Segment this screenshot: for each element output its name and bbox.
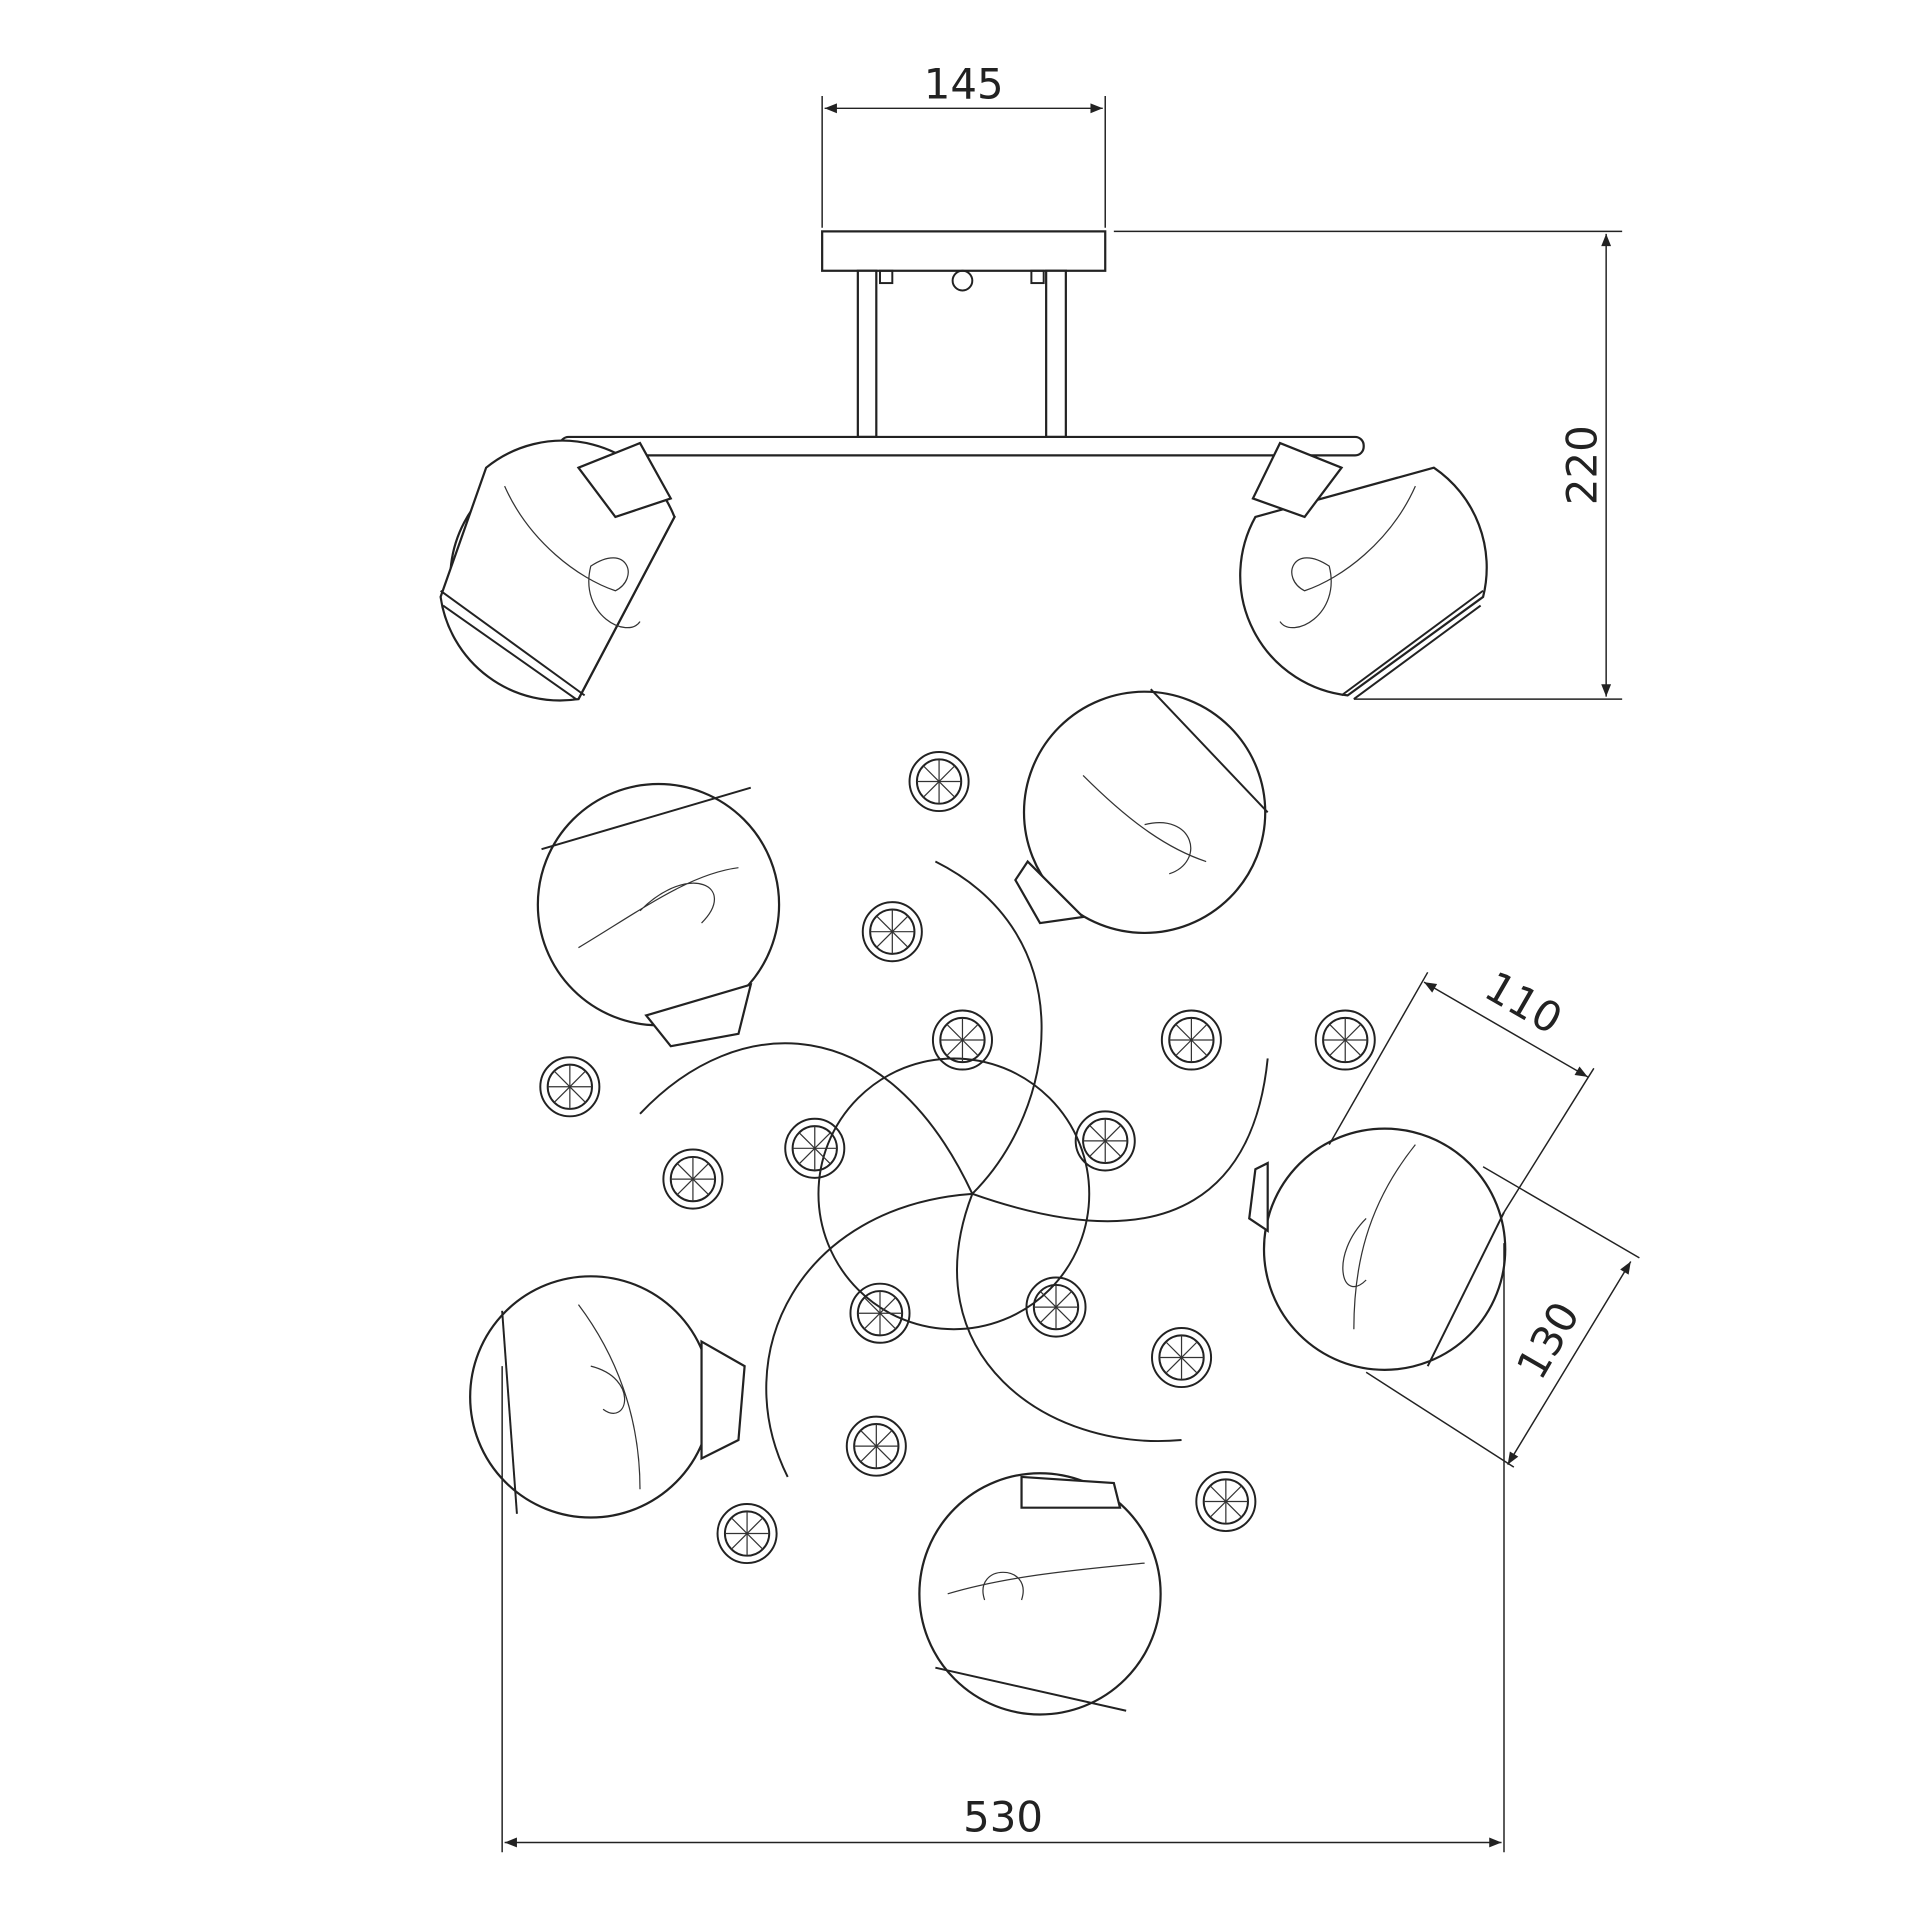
top-shade-5 <box>918 1472 1162 1716</box>
crystal-icon <box>931 1009 993 1071</box>
rod-right <box>1045 269 1067 439</box>
screw-right <box>1030 269 1045 285</box>
arm <box>765 1192 973 1478</box>
crystal-icon <box>1025 1276 1087 1338</box>
arm <box>639 1042 974 1195</box>
canopy <box>821 230 1107 272</box>
crystal-icon <box>1074 1110 1136 1172</box>
crystal-icon <box>662 1148 724 1210</box>
crystal-icon <box>845 1415 907 1477</box>
crossbar <box>558 435 1365 457</box>
side-shade-right <box>1239 441 1488 700</box>
dim-label-110: 110 <box>1477 962 1571 1044</box>
center-plate <box>817 1057 1091 1331</box>
dimension-total-width: 530 <box>501 1243 1505 1853</box>
crystal-icon <box>908 751 970 813</box>
dimension-height: 220 <box>1113 230 1623 700</box>
crystal-icon <box>1314 1009 1376 1071</box>
top-shade-2 <box>1014 688 1269 935</box>
rod-left <box>856 269 878 439</box>
crystal-icon <box>1151 1327 1213 1389</box>
crystal-icon <box>849 1282 911 1344</box>
dim-label-145: 145 <box>924 59 1004 108</box>
dim-label-530: 530 <box>963 1792 1043 1841</box>
crystal-icon <box>539 1056 601 1118</box>
dimension-canopy-width: 145 <box>821 59 1106 228</box>
crystal-icon <box>861 901 923 963</box>
crystal-icon <box>1195 1471 1257 1533</box>
side-shade-left <box>439 439 676 702</box>
dim-label-220: 220 <box>1557 425 1606 505</box>
top-shade-4 <box>469 1275 746 1519</box>
crystal-icon <box>716 1503 778 1565</box>
side-view <box>439 230 1488 702</box>
crystal-icon <box>1160 1009 1222 1071</box>
top-shade-3 <box>1248 1127 1507 1371</box>
crystals-group <box>539 751 1376 1565</box>
dim-label-130: 130 <box>1507 1294 1589 1388</box>
canopy-screw <box>951 269 974 292</box>
arm <box>971 1058 1269 1223</box>
arm <box>934 860 1043 1195</box>
crystal-icon <box>784 1117 846 1179</box>
top-view <box>469 688 1507 1716</box>
arm <box>956 1193 1182 1442</box>
screw-left <box>879 269 894 285</box>
top-shade-1 <box>536 782 781 1048</box>
